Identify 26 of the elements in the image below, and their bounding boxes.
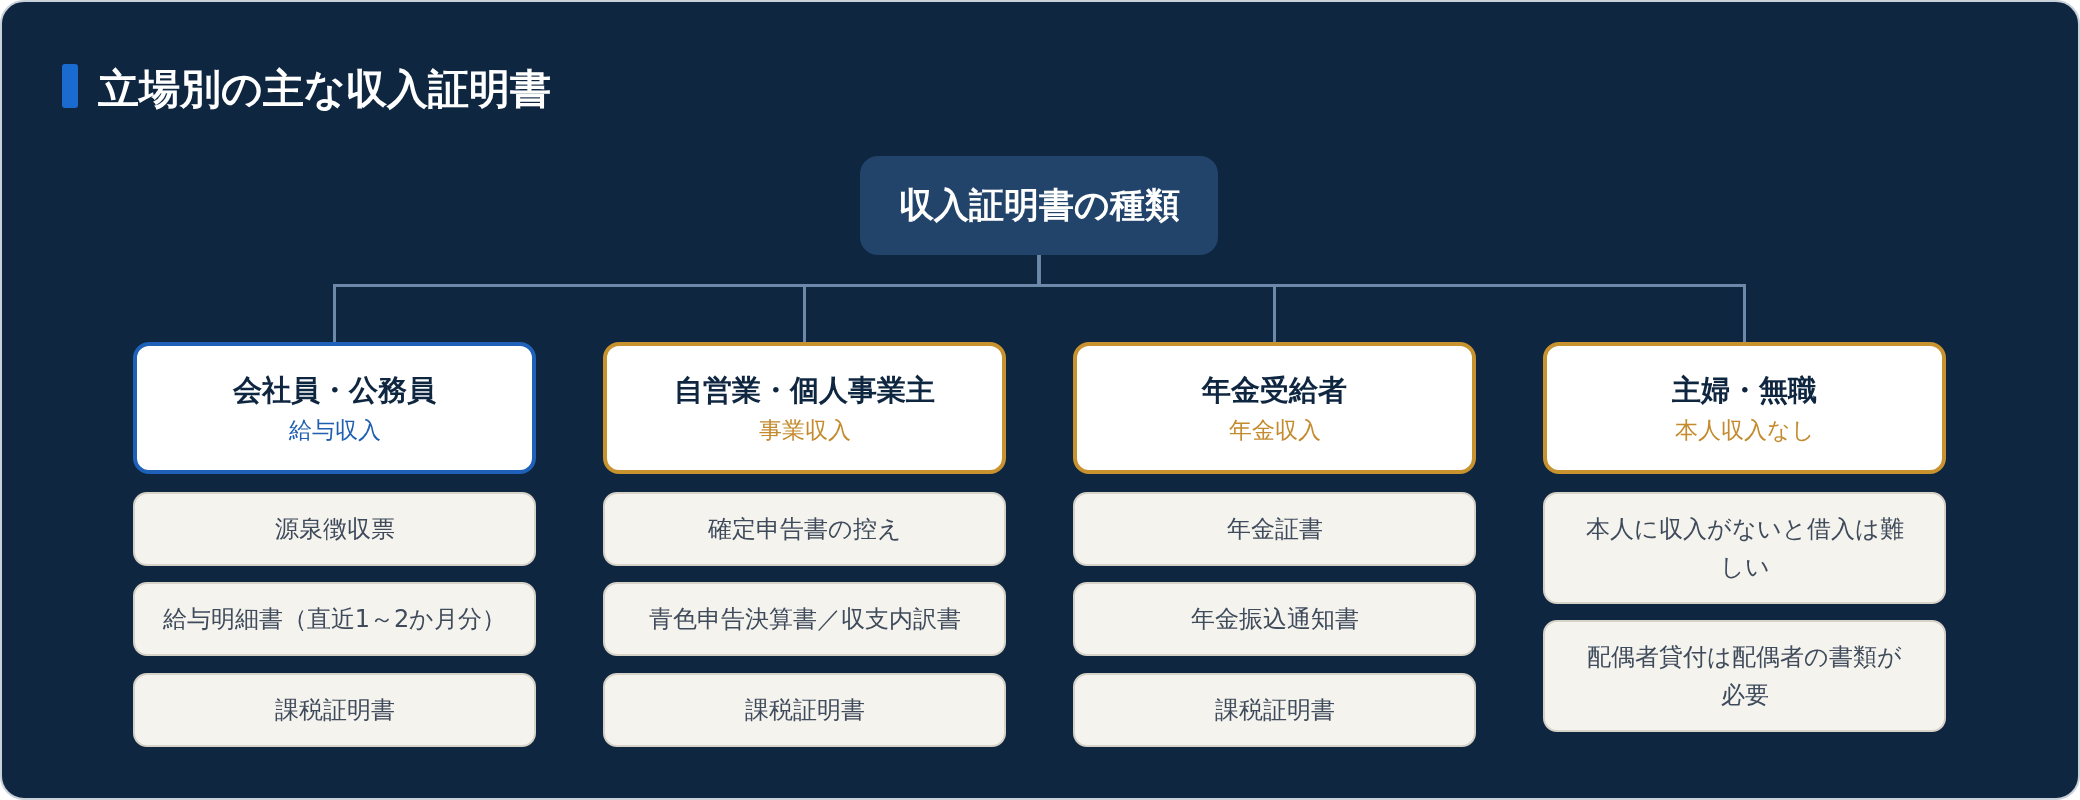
- document-box: 青色申告決算書／収支内訳書: [603, 582, 1006, 656]
- document-box: 年金振込通知書: [1073, 582, 1476, 656]
- document-box: 給与明細書（直近1～2か月分）: [133, 582, 536, 656]
- document-box: 課税証明書: [133, 673, 536, 747]
- category-box: [133, 342, 536, 474]
- category-box: [1073, 342, 1476, 474]
- document-box: 課税証明書: [603, 673, 1006, 747]
- document-box: 確定申告書の控え: [603, 492, 1006, 566]
- title: 立場別の主な収入証明書: [98, 64, 551, 115]
- root-box: 収入証明書の種類: [860, 156, 1218, 255]
- category-name: 主婦・無職: [1672, 372, 1817, 409]
- category-name: 会社員・公務員: [233, 372, 436, 409]
- income-type: 事業収入: [758, 416, 851, 445]
- category-name: 自営業・個人事業主: [674, 372, 935, 409]
- document-box: 年金証書: [1073, 492, 1476, 566]
- document-box: 配偶者貸付は配偶者の書類が必要: [1543, 620, 1946, 732]
- income-type: 給与収入: [288, 416, 381, 445]
- category-name: 年金受給者: [1202, 372, 1347, 409]
- document-box: 本人に収入がないと借入は難しい: [1543, 492, 1946, 604]
- income-type: 本人収入なし: [1674, 416, 1815, 445]
- document-box: 源泉徴収票: [133, 492, 536, 566]
- income-type: 年金収入: [1228, 416, 1321, 445]
- connector-line: [1037, 255, 1746, 342]
- category-box: [1543, 342, 1946, 474]
- category-box: [603, 342, 1006, 474]
- document-box: 課税証明書: [1073, 673, 1476, 747]
